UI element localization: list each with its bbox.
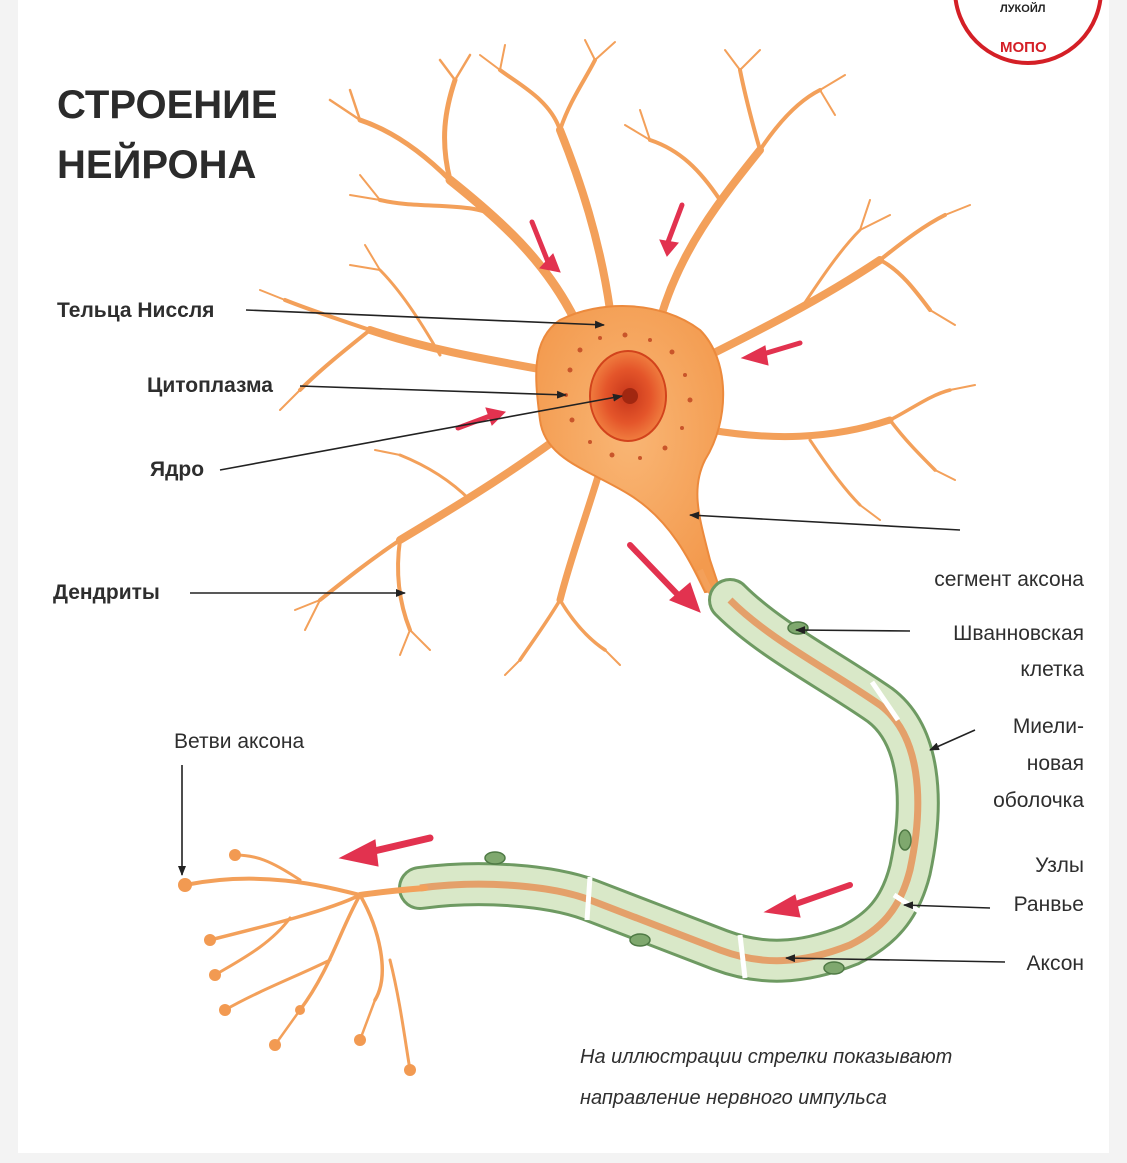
title-line-1: СТРОЕНИЕ — [57, 83, 278, 127]
leader-myelin — [930, 730, 975, 750]
title-line-2: НЕЙРОНА — [57, 141, 256, 187]
logo-top-text: ЛУКОЙЛ — [1000, 2, 1045, 15]
logo-emblem: ЛУКОЙЛ МОПО — [955, 0, 1101, 63]
label-axon: Аксон — [1027, 952, 1084, 975]
label-cytoplasm: Цитоплазма — [147, 374, 273, 397]
label-myelin-line-1: Миели- — [1013, 715, 1084, 738]
impulse-arrow — [630, 545, 680, 597]
axon-terminals — [185, 855, 425, 1070]
label-schwann-line-1: Шванновская — [953, 622, 1084, 645]
impulse-arrow-head — [486, 408, 505, 425]
leader-axon-segment — [690, 515, 960, 530]
label-axon-branches: Ветви аксона — [174, 730, 304, 753]
note-line-2: направление нервного импульса — [580, 1087, 887, 1109]
label-nucleus: Ядро — [150, 458, 204, 481]
label-ranvier-line-1: Узлы — [1035, 854, 1084, 877]
leader-cytoplasm — [300, 386, 566, 395]
note-line-1: На иллюстрации стрелки показывают — [580, 1046, 952, 1068]
impulse-arrow — [370, 838, 430, 852]
cell-body — [536, 306, 723, 592]
label-axon-segment: сегмент аксона — [934, 568, 1084, 591]
leader-schwann — [796, 630, 910, 631]
impulse-arrow-head — [765, 895, 800, 917]
label-schwann-line-2: клетка — [1020, 658, 1084, 681]
nucleolus — [622, 388, 638, 404]
logo-bottom-text: МОПО — [1000, 39, 1047, 56]
impulse-arrow-head — [660, 240, 678, 256]
label-myelin-line-2: новая — [1027, 752, 1084, 775]
impulse-arrow-head — [340, 840, 378, 866]
impulse-arrow — [668, 205, 682, 242]
label-ranvier-line-2: Ранвье — [1014, 893, 1084, 916]
leader-nissl — [246, 310, 604, 325]
label-nissl: Тельца Ниссля — [57, 299, 214, 322]
myelinated-axon — [420, 600, 925, 978]
label-dendrites: Дендриты — [53, 581, 160, 604]
impulse-arrow — [458, 416, 490, 428]
label-myelin-line-3: оболочка — [993, 789, 1084, 812]
impulse-arrow — [790, 885, 850, 906]
impulse-arrow-head — [742, 346, 768, 365]
